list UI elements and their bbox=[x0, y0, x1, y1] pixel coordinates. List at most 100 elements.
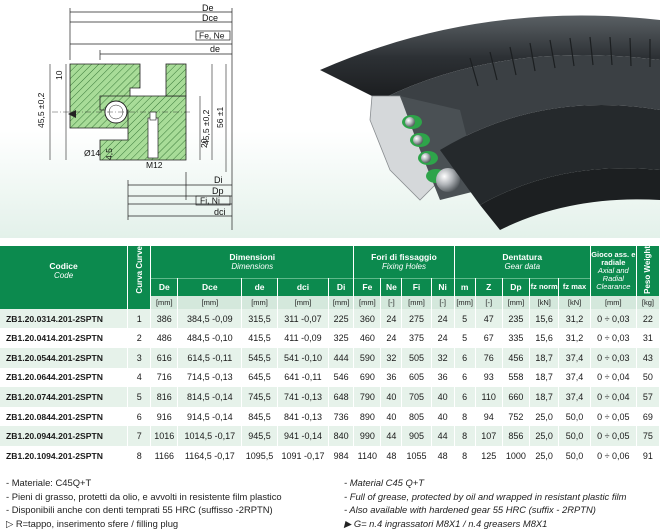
cell-Dce: 814,5 -0,14 bbox=[177, 387, 243, 407]
cell-gioco: 0 ÷ 0,03 bbox=[590, 308, 637, 329]
col-De: De bbox=[150, 277, 179, 296]
col-Di: Di bbox=[328, 277, 355, 296]
header-fori-en: Fixing Holes bbox=[381, 261, 426, 271]
cell-De: 486 bbox=[150, 328, 179, 349]
note-it-3: - Disponibili anche con denti temprati 5… bbox=[6, 504, 273, 515]
cell-curva: 8 bbox=[127, 446, 152, 466]
header-curva-label: Curva Curve bbox=[134, 246, 144, 294]
cell-m: 6 bbox=[454, 348, 476, 368]
cell-Di: 225 bbox=[328, 308, 355, 329]
header-dimensioni-it: Dimensioni bbox=[229, 251, 276, 262]
cell-de: 745,5 bbox=[241, 387, 278, 407]
cell-code: ZB1.20.0314.201-2SPTN bbox=[0, 308, 129, 329]
unit-Fi: [mm] bbox=[401, 295, 432, 309]
cell-Dce: 384,5 -0,09 bbox=[177, 308, 243, 329]
cell-Dp: 856 bbox=[502, 426, 531, 447]
unit-Ni: [-] bbox=[431, 295, 455, 309]
cell-gioco: 0 ÷ 0,06 bbox=[590, 446, 637, 466]
cell-Fi: 705 bbox=[401, 387, 432, 407]
cell-De: 616 bbox=[150, 348, 179, 368]
header-gioco: Gioco ass. e radiale Axial and Radial Cl… bbox=[590, 246, 637, 296]
dim-Dce: Dce bbox=[202, 13, 218, 23]
header-dimensioni-en: Dimensions bbox=[231, 261, 274, 271]
header-gioco-it: Gioco ass. e radiale bbox=[591, 249, 636, 267]
cell-fzn: 25,0 bbox=[529, 406, 560, 427]
unit-peso: [kg] bbox=[636, 295, 660, 309]
header-curva: Curva Curve bbox=[127, 246, 152, 296]
cell-m: 8 bbox=[454, 406, 476, 427]
cell-Fe: 1140 bbox=[353, 446, 382, 466]
cell-de: 845,5 bbox=[241, 406, 278, 427]
cell-Ni: 44 bbox=[431, 426, 455, 447]
cell-Dp: 235 bbox=[502, 308, 531, 329]
cell-Fi: 505 bbox=[401, 348, 432, 368]
cell-code: ZB1.20.0414.201-2SPTN bbox=[0, 328, 129, 349]
cell-gioco: 0 ÷ 0,04 bbox=[590, 387, 637, 407]
header-dentatura: Dentatura Gear data bbox=[454, 246, 591, 279]
cell-gioco: 0 ÷ 0,03 bbox=[590, 328, 637, 349]
header-peso: Peso Weight bbox=[636, 246, 660, 296]
cell-Z: 125 bbox=[475, 446, 503, 466]
cell-dci: 541 -0,10 bbox=[277, 348, 330, 368]
cell-Dce: 1164,5 -0,17 bbox=[177, 446, 243, 466]
dim-de: de bbox=[210, 44, 220, 54]
cell-fzm: 37,4 bbox=[558, 387, 591, 407]
cell-code: ZB1.20.0744.201-2SPTN bbox=[0, 387, 129, 407]
technical-drawing: De Dce Fe, Ne de 45,5 ±0,2 10 Ø14 M12 45… bbox=[36, 3, 660, 230]
col-Fe: Fe bbox=[353, 277, 382, 296]
cell-fzm: 50,0 bbox=[558, 426, 591, 447]
cross-section bbox=[52, 63, 190, 161]
cell-code: ZB1.20.0844.201-2SPTN bbox=[0, 406, 129, 427]
unit-m: [mm] bbox=[454, 295, 476, 309]
cell-de: 415,5 bbox=[241, 328, 278, 349]
cell-dci: 941 -0,14 bbox=[277, 426, 330, 447]
dim-FiNi: Fi, Ni bbox=[200, 196, 220, 206]
cell-De: 1166 bbox=[150, 446, 179, 466]
cell-Ni: 40 bbox=[431, 406, 455, 427]
cell-gioco: 0 ÷ 0,04 bbox=[590, 367, 637, 388]
cell-curva: 2 bbox=[127, 328, 152, 349]
cell-fzm: 31,2 bbox=[558, 308, 591, 329]
cell-Dp: 752 bbox=[502, 406, 531, 427]
cell-fzm: 50,0 bbox=[558, 446, 591, 466]
cell-fzm: 37,4 bbox=[558, 367, 591, 388]
cell-Di: 736 bbox=[328, 406, 355, 427]
cell-Ne: 40 bbox=[380, 406, 403, 427]
cell-Ni: 40 bbox=[431, 387, 455, 407]
cell-curva: 7 bbox=[127, 426, 152, 447]
unit-de: [mm] bbox=[241, 295, 278, 309]
header-dentatura-en: Gear data bbox=[504, 261, 541, 271]
cell-dci: 741 -0,13 bbox=[277, 387, 330, 407]
cell-peso: 43 bbox=[636, 348, 660, 368]
dim-Dp: Dp bbox=[212, 186, 224, 196]
cell-curva: 3 bbox=[127, 348, 152, 368]
note-it-1: - Materiale: C45Q+T bbox=[6, 477, 92, 488]
cell-fzn: 18,7 bbox=[529, 367, 560, 388]
cell-Di: 984 bbox=[328, 446, 355, 466]
cell-Fe: 990 bbox=[353, 426, 382, 447]
unit-Fe: [mm] bbox=[353, 295, 382, 309]
cell-fzn: 18,7 bbox=[529, 348, 560, 368]
cell-peso: 75 bbox=[636, 426, 660, 447]
note-en-4: ▶ G= n.4 ingrassatori M8X1 / n.4 greaser… bbox=[344, 517, 548, 529]
cell-Ne: 32 bbox=[380, 348, 403, 368]
dim-Di: Di bbox=[214, 175, 223, 185]
cell-Ni: 36 bbox=[431, 367, 455, 388]
cell-Ne: 40 bbox=[380, 387, 403, 407]
unit-Dce: [mm] bbox=[177, 295, 243, 309]
dim-De: De bbox=[202, 3, 214, 13]
cell-Di: 546 bbox=[328, 367, 355, 388]
header-dimensioni: Dimensioni Dimensions bbox=[150, 246, 355, 279]
cell-code: ZB1.20.0544.201-2SPTN bbox=[0, 348, 129, 368]
col-Fi: Fi bbox=[401, 277, 432, 296]
unit-Dp: [mm] bbox=[502, 295, 531, 309]
dim-dci: dci bbox=[214, 207, 226, 217]
cell-Dp: 335 bbox=[502, 328, 531, 349]
cell-Fe: 590 bbox=[353, 348, 382, 368]
cell-Ne: 48 bbox=[380, 446, 403, 466]
cell-Di: 648 bbox=[328, 387, 355, 407]
cell-dci: 311 -0,07 bbox=[277, 308, 330, 329]
